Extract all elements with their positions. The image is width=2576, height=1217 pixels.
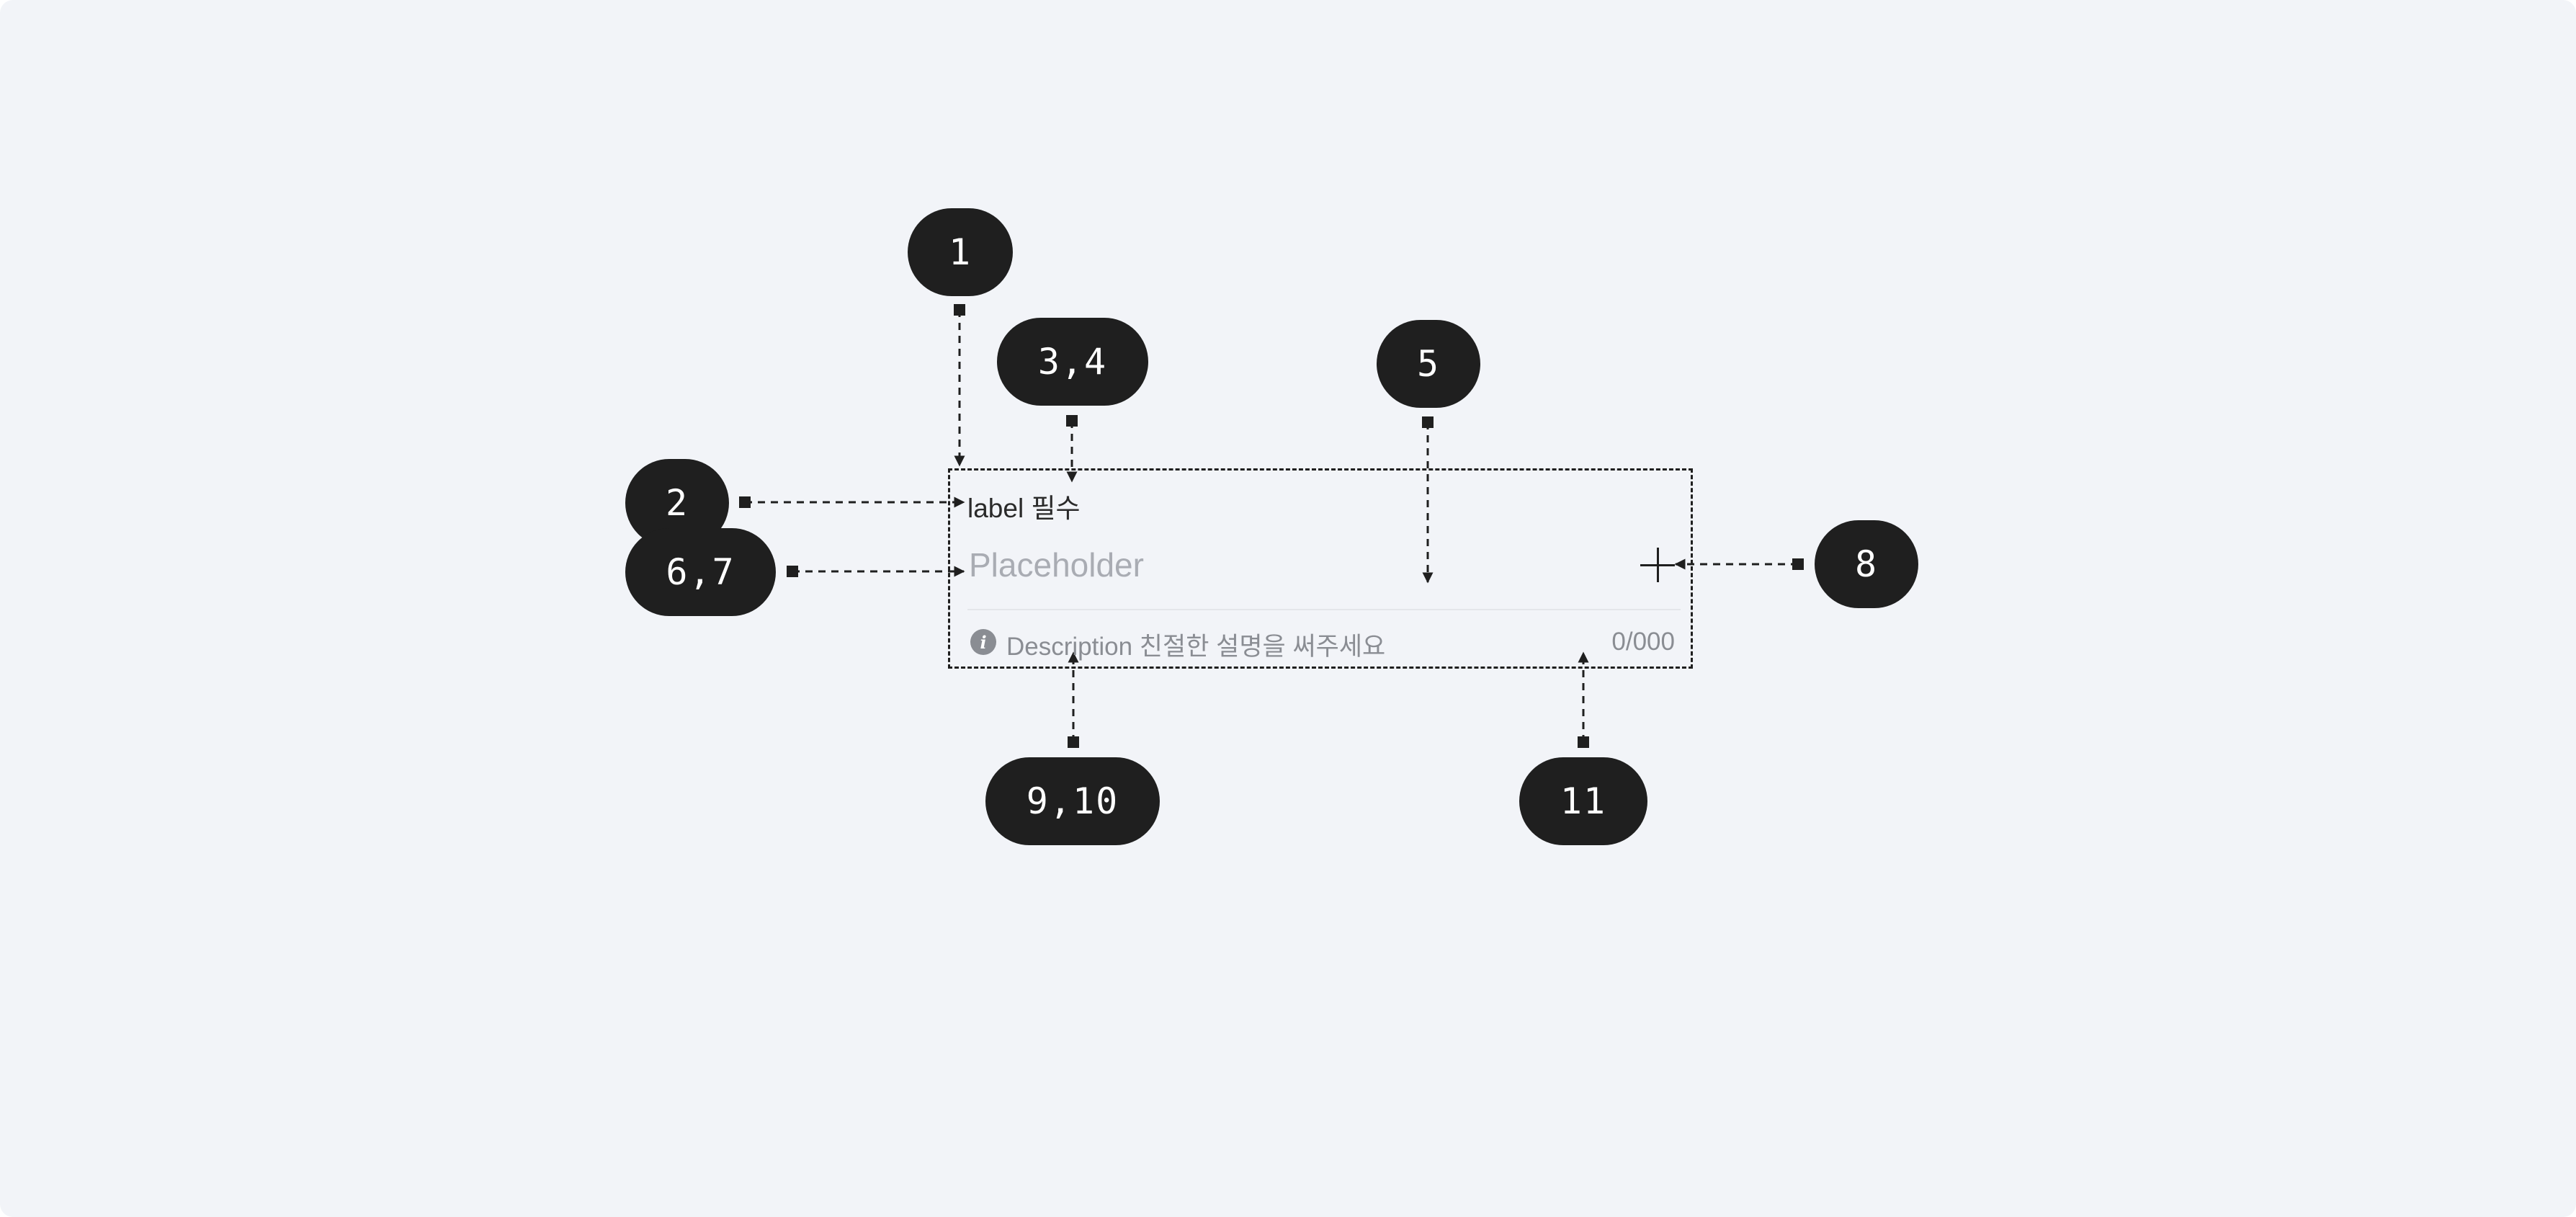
field-label: label — [967, 494, 1024, 523]
callout-badge-6-7: 6,7 — [625, 528, 776, 616]
callout-badge-3-4: 3,4 — [997, 318, 1148, 406]
callout-badge-9-10: 9,10 — [985, 757, 1160, 845]
callout-badge-1: 1 — [908, 208, 1013, 296]
connector-anchor-11 — [1578, 736, 1589, 748]
required-indicator: 필수 — [1031, 494, 1081, 523]
info-icon: i — [970, 629, 996, 655]
character-counter: 0/000 — [1611, 628, 1675, 656]
connector-anchor-2 — [739, 496, 751, 508]
connector-anchor-9-10 — [1068, 736, 1079, 748]
connector-anchor-3-4 — [1066, 415, 1078, 427]
callout-badge-11: 11 — [1519, 757, 1647, 845]
connector-anchor-6-7 — [787, 566, 798, 577]
field-input-placeholder[interactable]: Placeholder — [969, 546, 1144, 584]
field-divider — [967, 609, 1681, 610]
callout-badge-8: 8 — [1815, 520, 1918, 608]
connector-anchor-5 — [1422, 416, 1434, 428]
connector-anchor-8 — [1792, 558, 1804, 570]
callout-badge-5: 5 — [1377, 320, 1480, 408]
info-icon-glyph: i — [980, 631, 987, 653]
text-field-component: label 필수 Placeholder i Description 친절한 설… — [948, 468, 1693, 669]
field-label-row: label 필수 — [967, 486, 1081, 525]
connector-anchor-1 — [954, 304, 965, 316]
field-description: Description 친절한 설명을 써주세요 — [1006, 633, 1386, 661]
plus-icon[interactable] — [1640, 548, 1675, 582]
